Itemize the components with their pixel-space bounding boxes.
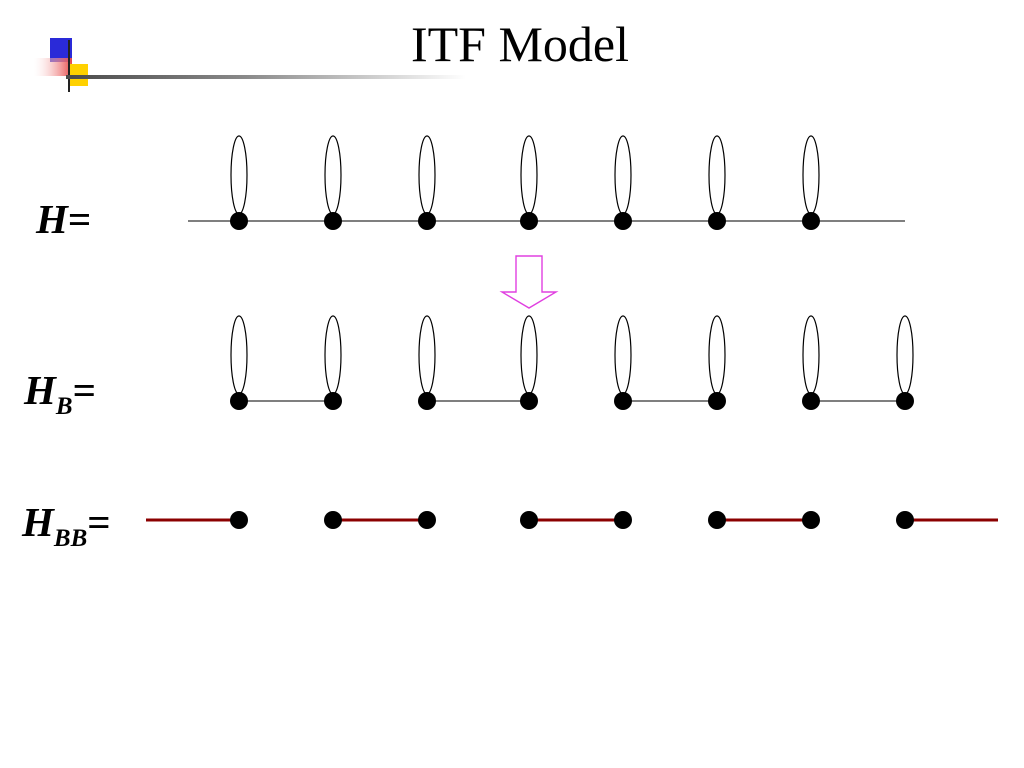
hb-loop-4 xyxy=(520,315,538,395)
h-loop-7 xyxy=(802,135,820,215)
hbb-site-6 xyxy=(708,511,726,529)
hb-site-6 xyxy=(708,392,726,410)
h-loop-2 xyxy=(324,135,342,215)
hbb-site-3 xyxy=(418,511,436,529)
hb-loop-2 xyxy=(324,315,342,395)
page-title: ITF Model xyxy=(410,16,630,72)
label-hbb-sub: BB xyxy=(53,525,88,552)
logo-blue-square-icon xyxy=(50,38,72,62)
label-hb: HB= xyxy=(24,367,96,420)
title-underline xyxy=(66,75,466,79)
h-loop-1 xyxy=(230,135,248,215)
hb-loop-8 xyxy=(896,315,914,395)
hb-site-7 xyxy=(802,392,820,410)
label-hbb-main: H xyxy=(22,499,54,545)
h-site-4 xyxy=(520,212,538,230)
hbb-site-8 xyxy=(896,511,914,529)
label-h: H= xyxy=(36,197,91,248)
h-site-1 xyxy=(230,212,248,230)
hb-site-4 xyxy=(520,392,538,410)
label-hb-main: H xyxy=(24,367,56,413)
h-site-6 xyxy=(708,212,726,230)
hbb-site-4 xyxy=(520,511,538,529)
label-h-eq: = xyxy=(67,196,92,242)
hb-loop-1 xyxy=(230,315,248,395)
h-loop-3 xyxy=(418,135,436,215)
logo-icon xyxy=(34,38,88,92)
h-loop-4 xyxy=(520,135,538,215)
label-hb-eq: = xyxy=(72,367,96,413)
hb-site-3 xyxy=(418,392,436,410)
h-site-2 xyxy=(324,212,342,230)
hb-loop-3 xyxy=(418,315,436,395)
hb-site-8 xyxy=(896,392,914,410)
h-loop-6 xyxy=(708,135,726,215)
hbb-site-5 xyxy=(614,511,632,529)
hbb-site-7 xyxy=(802,511,820,529)
h-site-7 xyxy=(802,212,820,230)
hb-site-5 xyxy=(614,392,632,410)
hb-site-1 xyxy=(230,392,248,410)
label-hbb-eq: = xyxy=(87,499,111,545)
hb-loop-6 xyxy=(708,315,726,395)
hb-site-2 xyxy=(324,392,342,410)
label-hbb: HBB= xyxy=(22,499,111,552)
hb-loop-7 xyxy=(802,315,820,395)
h-loop-5 xyxy=(614,135,632,215)
hbb-site-2 xyxy=(324,511,342,529)
hbb-site-1 xyxy=(230,511,248,529)
down-arrow-icon xyxy=(499,255,559,309)
label-hb-sub: B xyxy=(55,393,73,420)
h-site-5 xyxy=(614,212,632,230)
hb-loop-5 xyxy=(614,315,632,395)
logo-vertical-rule-icon xyxy=(68,40,70,92)
label-h-main: H xyxy=(36,196,68,242)
h-site-3 xyxy=(418,212,436,230)
logo-red-bar-icon xyxy=(34,58,72,76)
